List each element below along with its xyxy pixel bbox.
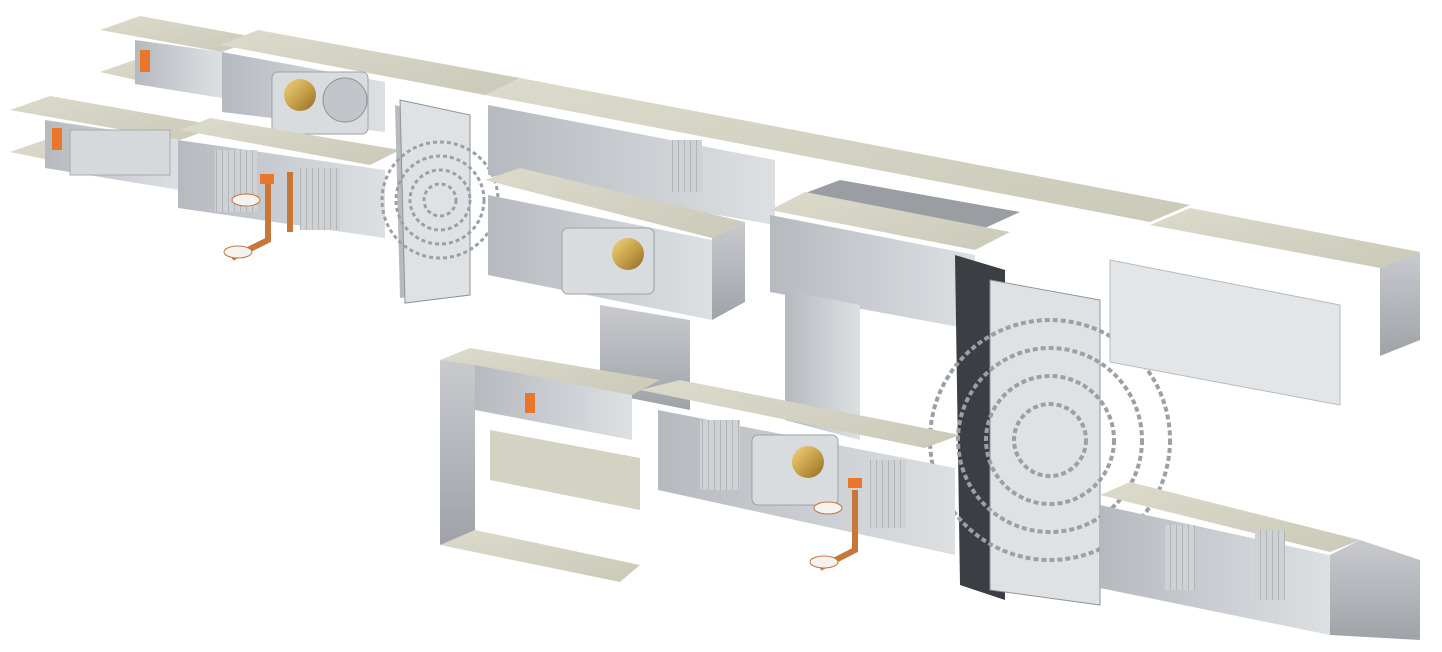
upper-intake-duct bbox=[100, 16, 260, 98]
damper-actuator bbox=[140, 50, 150, 72]
fan-motor bbox=[792, 446, 824, 478]
upper-main-duct bbox=[485, 78, 1190, 228]
coil-bank bbox=[1165, 525, 1195, 590]
damper-actuator bbox=[52, 128, 62, 150]
heat-exchange-coil bbox=[300, 168, 340, 230]
supply-fan-section bbox=[220, 30, 520, 135]
heat-recovery-wheel-upper bbox=[380, 99, 500, 304]
lower-intake-duct bbox=[10, 96, 220, 190]
lower-loop-duct bbox=[440, 348, 660, 582]
coil-bank bbox=[672, 140, 702, 192]
lower-supply-section bbox=[640, 380, 960, 571]
upper-right-duct bbox=[1109, 208, 1420, 406]
fan-motor bbox=[612, 238, 644, 270]
fan-motor bbox=[284, 79, 316, 111]
pipe-insulation bbox=[223, 245, 253, 259]
valve-actuator bbox=[848, 478, 862, 488]
filter-bank bbox=[69, 129, 171, 176]
pipe-insulation bbox=[813, 501, 843, 515]
lower-right-duct bbox=[1100, 482, 1420, 640]
filter-bank bbox=[700, 420, 740, 490]
pipe-insulation bbox=[231, 193, 261, 207]
valve-actuator bbox=[260, 174, 274, 184]
heat-exchange-coil bbox=[870, 460, 906, 528]
damper-actuator bbox=[525, 393, 535, 413]
fan-impeller bbox=[322, 77, 368, 123]
return-fan-section bbox=[485, 168, 745, 320]
coil-section bbox=[178, 118, 400, 261]
coil-bank bbox=[1255, 530, 1285, 600]
heat-recovery-wheel-main bbox=[928, 255, 1172, 606]
pipe-insulation bbox=[809, 555, 839, 569]
